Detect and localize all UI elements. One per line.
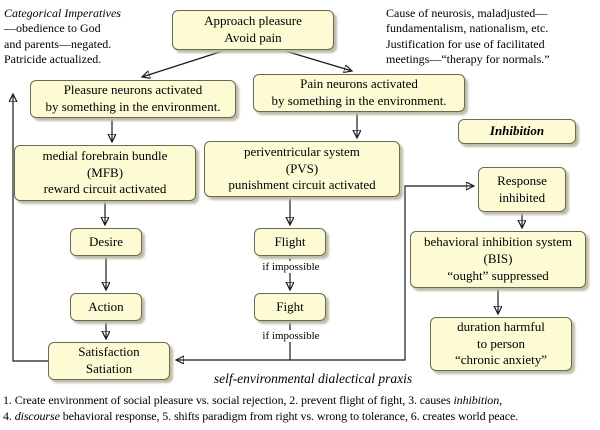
node-satisfaction: Satisfaction Satiation xyxy=(48,342,170,380)
footnote-discourse-italic: discourse xyxy=(14,409,60,424)
footnote-seg1: 1. Create environment of social pleasure… xyxy=(3,393,454,407)
node-pain-neurons: Pain neurons activated by something in t… xyxy=(253,74,465,112)
arrow-fight-to-response-inhibited xyxy=(290,186,474,361)
node-approach-pleasure: Approach pleasure Avoid pain xyxy=(172,10,334,50)
footnote-seg3: , 4. xyxy=(3,393,503,424)
node-duration-harmful: duration harmful to person “chronic anxi… xyxy=(430,317,572,371)
footnote: 1. Create environment of social pleasure… xyxy=(3,392,598,424)
note-categorical-title: Categorical Imperatives xyxy=(4,6,121,20)
node-bis: behavioral inhibition system (BIS) “ough… xyxy=(410,231,586,288)
note-categorical-imperatives: Categorical Imperatives —obedience to Go… xyxy=(4,6,146,67)
node-desire: Desire xyxy=(70,228,142,256)
node-response-inhibited: Response inhibited xyxy=(478,167,566,212)
note-neurosis: Cause of neurosis, maladjusted— fundamen… xyxy=(386,6,550,67)
arrow-approach-to-pain xyxy=(281,49,352,71)
label-if-impossible-1: if impossible xyxy=(250,261,332,273)
label-if-impossible-2: if impossible xyxy=(250,330,332,342)
node-inhibition: Inhibition xyxy=(458,119,576,144)
node-flight: Flight xyxy=(254,228,326,256)
caption-dialectical-praxis: self-environmental dialectical praxis xyxy=(213,371,413,386)
node-pleasure-neurons: Pleasure neurons activated by something … xyxy=(30,80,236,118)
arrow-approach-to-pleasure xyxy=(142,49,227,77)
note-categorical-body: —obedience to God and parents—negated. P… xyxy=(4,21,112,67)
node-fight: Fight xyxy=(254,293,326,321)
node-pvs: periventricular system (PVS) punishment … xyxy=(204,141,400,197)
node-action: Action xyxy=(70,293,142,321)
node-mfb: medial forebrain bundle (MFB) reward cir… xyxy=(14,145,196,201)
arrow-satisfaction-feedback xyxy=(13,94,48,362)
footnote-seg5: behavioral response, 5. shifts paradigm … xyxy=(59,409,519,424)
footnote-inhibition-italic: inhibition xyxy=(453,393,500,407)
